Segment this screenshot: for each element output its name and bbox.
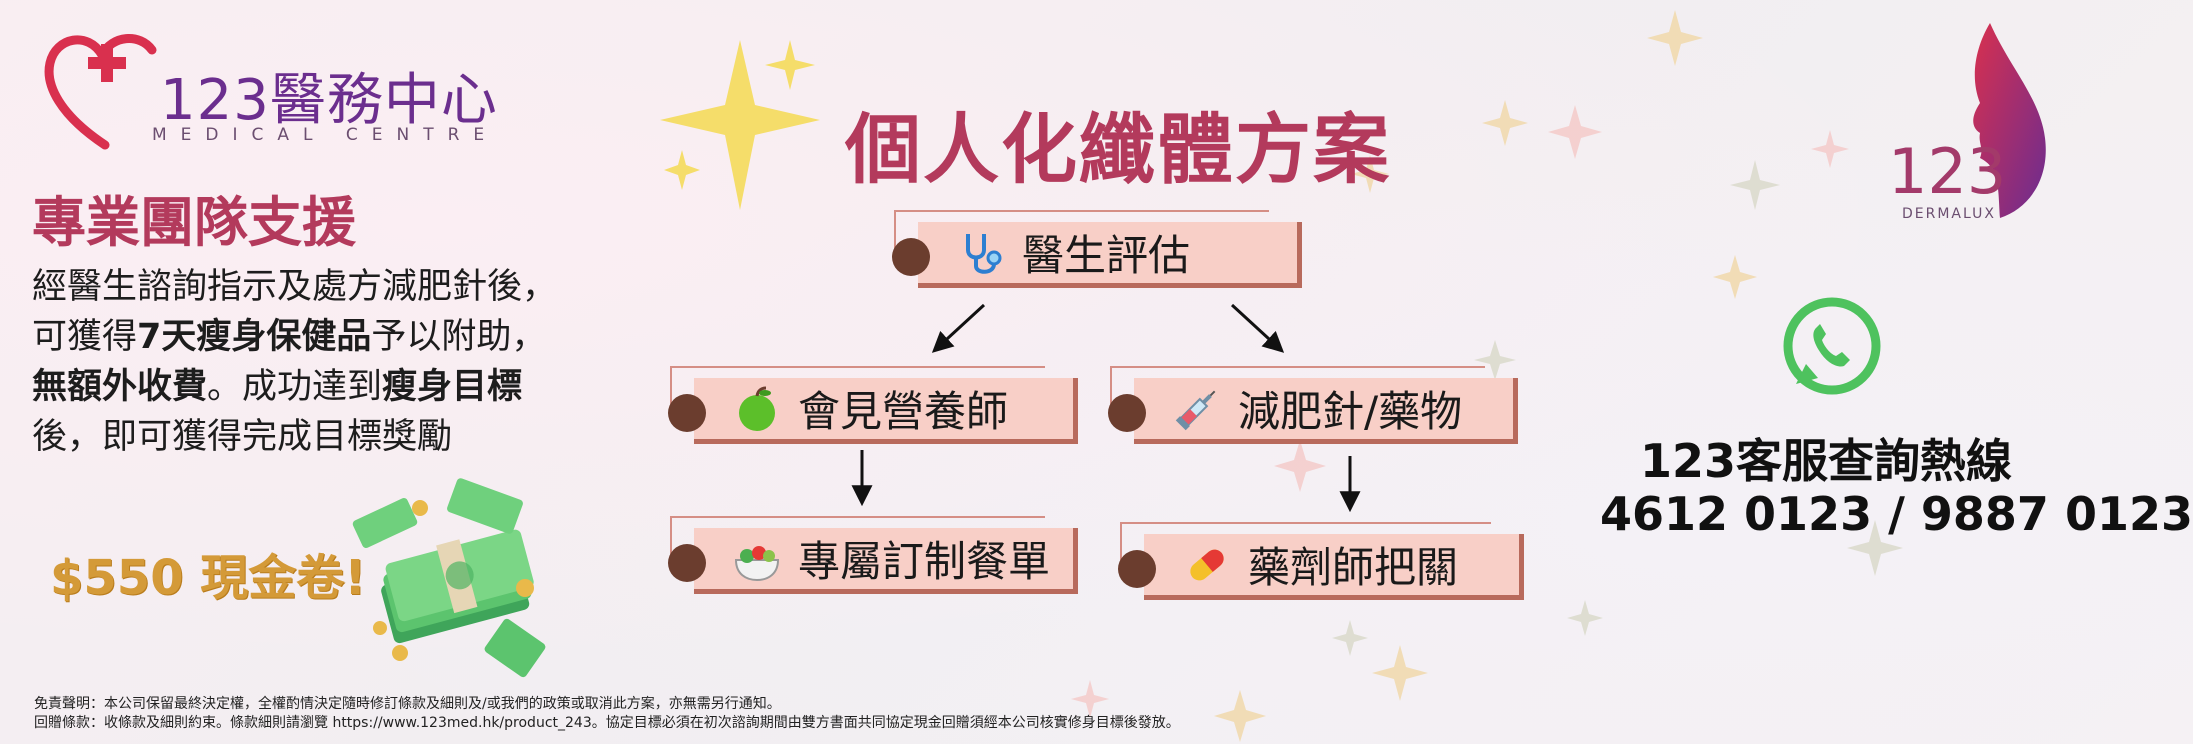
syringe-icon	[1170, 382, 1224, 436]
step-dot	[892, 238, 930, 276]
step-nutritionist: 會見營養師	[668, 366, 1078, 444]
step-injection-medication: 減肥針/藥物	[1108, 366, 1518, 444]
step-dot	[668, 544, 706, 582]
right-logo-subtitle: DERMALUX	[1902, 206, 1996, 222]
desc-segment: 予以附助，	[371, 317, 547, 357]
hotline-numbers: 4612 0123 / 9887 0123	[1600, 487, 2193, 541]
hotline-title: 123客服查詢熱線	[1640, 434, 2013, 488]
desc-highlight: 7天瘦身保健品	[137, 317, 372, 357]
team-support-title: 專業團隊支援	[32, 191, 356, 254]
disclaimer-line-1: 免責聲明：本公司保留最終決定權，全權酌情決定隨時修訂條款及細則及/或我們的政策或…	[34, 696, 781, 712]
desc-segment: 。成功達到	[207, 367, 383, 407]
step-label: 減肥針/藥物	[1238, 387, 1463, 436]
desc-line-4: 後，即可獲得完成目標獎勵	[32, 417, 453, 457]
desc-segment: 可獲得	[32, 317, 138, 357]
pill-icon	[1180, 538, 1234, 592]
plan-title: 個人化纖體方案	[845, 105, 1391, 194]
apple-icon	[730, 382, 784, 436]
heart-cross-icon	[44, 34, 157, 150]
step-label: 專屬訂制餐單	[798, 537, 1051, 586]
step-dot	[668, 394, 706, 432]
step-pharmacist-check: 藥劑師把關	[1118, 522, 1524, 600]
desc-highlight: 瘦身目標	[382, 367, 523, 407]
step-label: 藥劑師把關	[1248, 543, 1459, 592]
salad-icon	[730, 532, 784, 586]
whatsapp-icon	[1783, 297, 1881, 395]
sparkle-decorations	[660, 10, 1903, 742]
medical-centre-logo: 123醫務中心 MEDICAL CENTRE	[40, 25, 497, 155]
step-label: 醫生評估	[1022, 231, 1191, 280]
desc-line-1: 經醫生諮詢指示及處方減肥針後，	[32, 267, 558, 307]
desc-line-3: 無額外收費。成功達到瘦身目標	[32, 362, 592, 412]
desc-line-2: 可獲得7天瘦身保健品予以附助，	[32, 312, 592, 362]
cash-money-icon	[352, 478, 546, 678]
step-doctor-assessment: 醫生評估	[892, 210, 1302, 288]
step-custom-meal-plan: 專屬訂制餐單	[668, 516, 1078, 594]
disclaimer-line-2: 回贈條款：收條款及細則約束。條款細則請瀏覽 https://www.123med…	[34, 715, 1180, 731]
cash-voucher-text: $550 現金卷!	[50, 550, 367, 606]
right-logo-number: 123	[1888, 135, 2006, 208]
dermalux-logo: 123 DERMALUX	[1888, 23, 2046, 222]
step-label: 會見營養師	[798, 387, 1009, 436]
logo-name: 123醫務中心	[160, 68, 498, 133]
flow-arrows	[851, 303, 1361, 513]
stethoscope-icon	[954, 226, 1008, 280]
logo-subtitle: MEDICAL CENTRE	[152, 125, 499, 145]
step-dot	[1118, 550, 1156, 588]
description-text: 經醫生諮詢指示及處方減肥針後， 可獲得7天瘦身保健品予以附助， 無額外收費。成功…	[32, 262, 592, 462]
desc-highlight: 無額外收費	[32, 367, 208, 407]
step-dot	[1108, 394, 1146, 432]
